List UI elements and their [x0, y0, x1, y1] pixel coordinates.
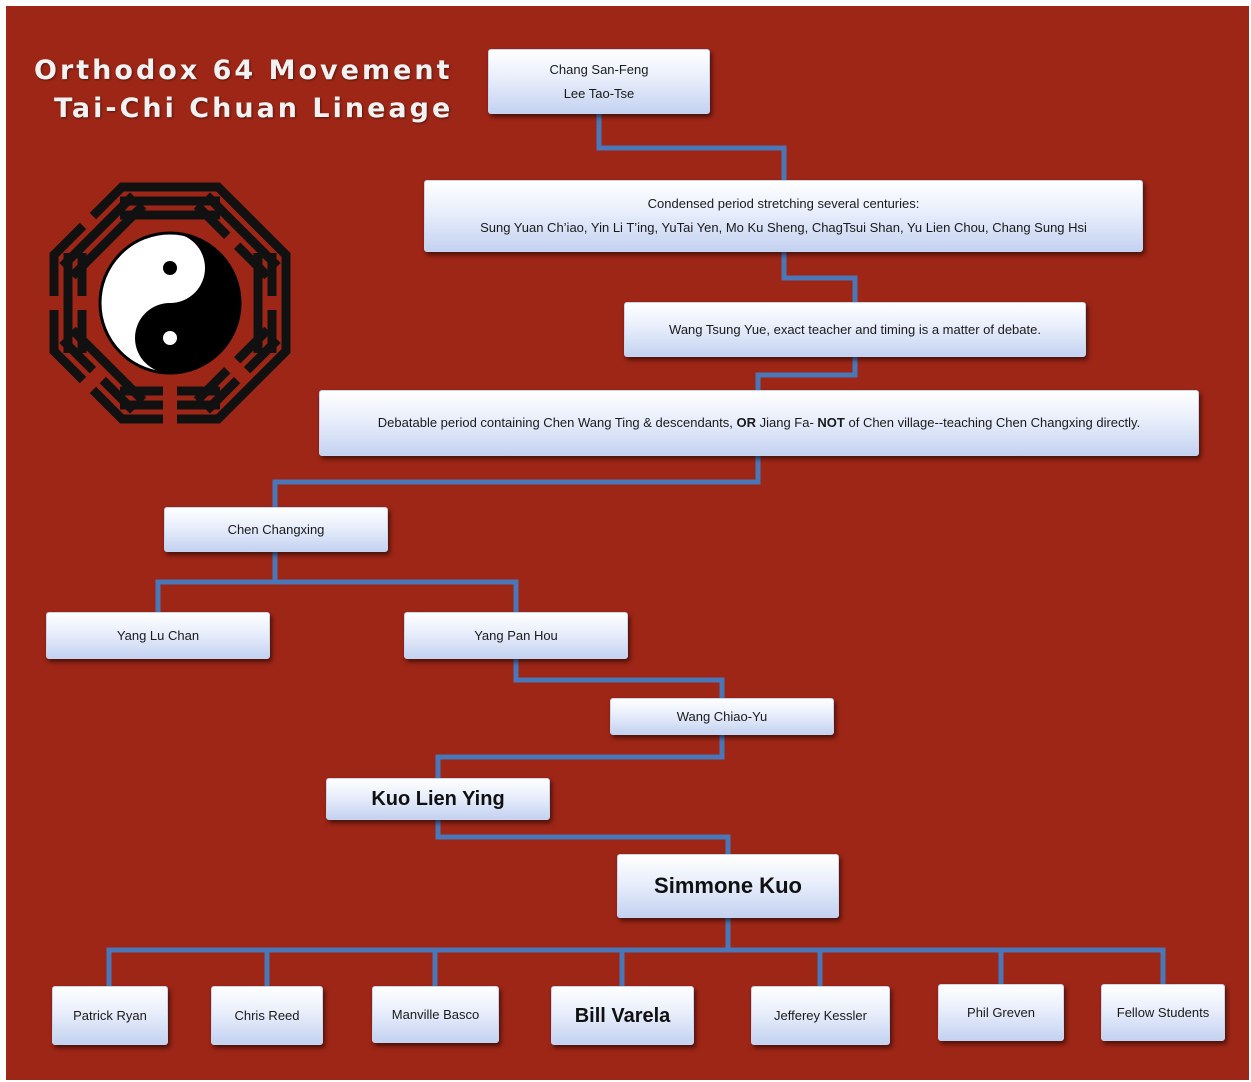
trigram-icon [253, 253, 291, 353]
node-debatable-text: Debatable period containing Chen Wang Ti… [377, 415, 1141, 430]
node-chang-line-1: Chang San-Feng [549, 61, 649, 77]
node-student-bill-varela: Bill Varela [551, 986, 694, 1045]
node-wang-chiao-yu: Wang Chiao-Yu [610, 698, 834, 735]
node-wang-chiao-yu-text: Wang Chiao-Yu [676, 708, 768, 724]
link-kuo-lien-ying-to-simmone-kuo [435, 820, 731, 854]
student-bus-line [106, 947, 1166, 986]
title-line-1: Orthodox 64 Movement [34, 55, 453, 86]
trigram-icon [120, 182, 220, 220]
link-chen-changxing-to-yang-lu-chan [155, 552, 278, 612]
node-condensed-line-2: Sung Yuan Ch’iao, Yin Li T’ing, YuTai Ye… [480, 220, 1087, 235]
trigram-icon [120, 386, 220, 424]
node-student-patrick-ryan: Patrick Ryan [52, 986, 168, 1045]
link-wang-tsung-yue-to-debatable [755, 357, 858, 390]
node-student-phil-greven: Phil Greven [938, 984, 1064, 1041]
link-yang-pan-hou-to-wang-chiao-yu [513, 659, 725, 698]
node-student-jefferey-kessler: Jefferey Kessler [751, 986, 890, 1045]
node-wang-tsung-yue: Wang Tsung Yue, exact teacher and timing… [624, 302, 1086, 357]
node-student-chris-reed: Chris Reed [211, 986, 323, 1045]
node-yang-lu-chan: Yang Lu Chan [46, 612, 270, 659]
node-condensed-line-1: Condensed period stretching several cent… [647, 196, 920, 211]
node-yang-pan-hou: Yang Pan Hou [404, 612, 628, 659]
link-condensed-to-wang-tsung-yue [781, 252, 858, 302]
link-chang-to-condensed [596, 114, 787, 182]
connector-lines [106, 114, 1166, 986]
node-yang-pan-hou-text: Yang Pan Hou [474, 627, 558, 643]
node-kuo-lien-ying: Kuo Lien Ying [326, 778, 550, 820]
trigram-icon [49, 182, 147, 280]
node-simmone-kuo-text: Simmone Kuo [654, 873, 802, 898]
node-chang-san-feng: Chang San-Feng Lee Tao-Tse [488, 49, 710, 114]
node-kuo-lien-ying-text: Kuo Lien Ying [371, 788, 505, 810]
node-debatable-period: Debatable period containing Chen Wang Ti… [319, 390, 1199, 456]
node-yang-lu-chan-text: Yang Lu Chan [116, 627, 200, 643]
diagram-title: Orthodox 64 Movement Tai-Chi Chuan Linea… [34, 52, 453, 128]
node-condensed-period: Condensed period stretching several cent… [424, 180, 1143, 252]
link-chen-changxing-to-yang-pan-hou [275, 579, 519, 612]
node-simmone-kuo: Simmone Kuo [617, 854, 839, 918]
link-debatable-to-chen-changxing [272, 456, 761, 507]
lineage-diagram: Orthodox 64 Movement Tai-Chi Chuan Linea… [6, 6, 1249, 1080]
node-wang-tsung-yue-text: Wang Tsung Yue, exact teacher and timing… [669, 321, 1041, 337]
node-chen-changxing: Chen Changxing [164, 507, 388, 552]
node-chang-line-2: Lee Tao-Tse [563, 85, 635, 101]
title-line-2: Tai-Chi Chuan Lineage [54, 93, 454, 124]
node-student-fellow-students: Fellow Students [1101, 984, 1225, 1041]
node-chen-changxing-text: Chen Changxing [227, 521, 325, 537]
bagua-yin-yang-icon [49, 182, 291, 424]
link-wang-chiao-yu-to-kuo-lien-ying [435, 735, 725, 778]
node-student-manville-basco: Manville Basco [372, 986, 499, 1043]
